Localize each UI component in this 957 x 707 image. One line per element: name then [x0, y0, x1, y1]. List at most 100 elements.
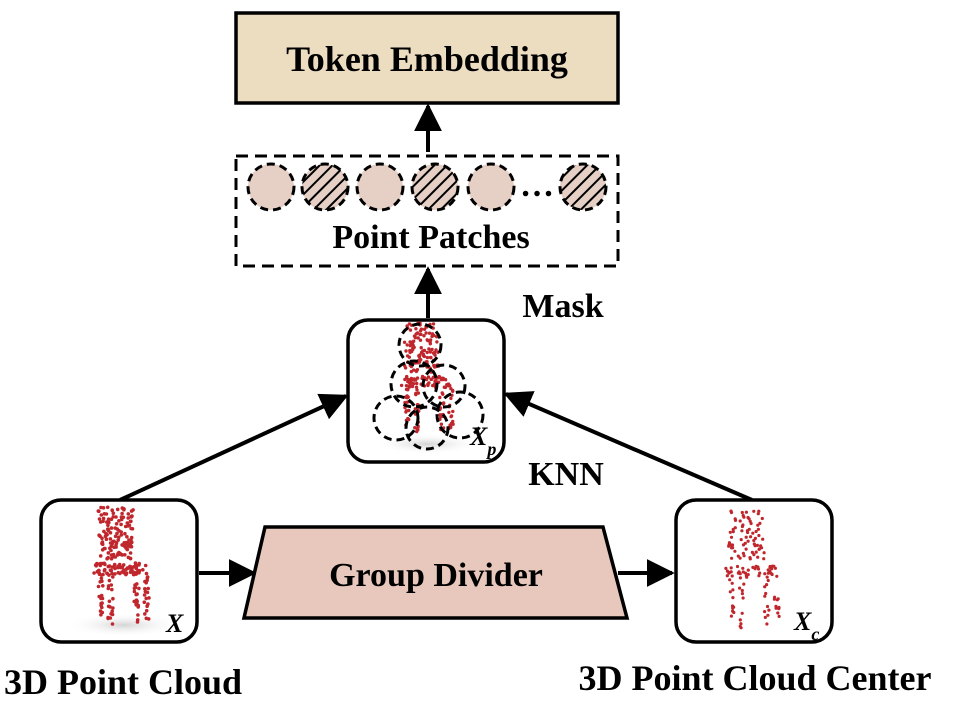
point-cloud-dot [137, 586, 141, 591]
point-cloud-dot [741, 551, 746, 556]
visible-patch-circle [466, 162, 516, 212]
grouped-cloud-card: Xp [346, 318, 506, 464]
point-cloud-dot [94, 564, 98, 568]
point-cloud-dot [129, 515, 134, 519]
point-cloud-dot [729, 614, 734, 618]
point-cloud-dot [110, 508, 114, 512]
knn-group-circles [372, 322, 485, 451]
point-cloud-dot [129, 526, 133, 531]
point-cloud-dot [110, 612, 115, 617]
point-cloud-dot [760, 516, 764, 521]
point-cloud-dot [414, 385, 419, 389]
point-cloud-dot [109, 526, 114, 530]
point-cloud-dot [101, 506, 106, 510]
point-cloud-dot [739, 622, 743, 626]
point-cloud-dot [128, 551, 133, 555]
point-cloud-dot [106, 555, 110, 560]
knn-group-circle [372, 394, 420, 442]
point-cloud-dot [105, 520, 109, 524]
point-cloud-dot [144, 616, 149, 621]
point-cloud-dot [114, 522, 119, 526]
point-cloud-dot [752, 553, 756, 557]
point-cloud-dot [108, 531, 113, 535]
point-cloud-dot [431, 383, 435, 388]
point-cloud-dot [442, 401, 446, 406]
grouped-cloud-var: Xp [469, 422, 496, 459]
point-cloud-dot [410, 384, 415, 389]
point-cloud-dot [134, 602, 138, 606]
point-cloud-dot [100, 579, 104, 583]
group-divider-block: Group Divider [241, 525, 630, 620]
knn-group-circle [397, 322, 443, 368]
point-cloud-dot [724, 566, 728, 571]
point-cloud-dot [420, 374, 425, 379]
point-cloud-var: X [165, 609, 184, 638]
point-cloud-dot [410, 340, 415, 344]
point-cloud-dot [137, 568, 142, 573]
point-cloud-dot [117, 535, 121, 539]
point-cloud-dot [116, 551, 120, 556]
patch-sequence [246, 162, 608, 212]
point-cloud-dot [735, 564, 740, 569]
point-cloud-dot [741, 513, 745, 518]
point-cloud-dot [729, 535, 734, 539]
point-cloud-dot [740, 588, 744, 593]
point-cloud-dot [112, 539, 116, 544]
point-cloud-dot [426, 382, 430, 386]
point-cloud-dot [746, 539, 750, 543]
point-cloud-dot [746, 568, 750, 572]
point-cloud-dot [435, 340, 439, 344]
point-cloud-dot [757, 574, 761, 578]
point-cloud-dot [729, 570, 733, 574]
point-cloud-dot [106, 584, 111, 588]
point-cloud-dot [136, 613, 140, 617]
point-cloud-dot [765, 604, 770, 609]
point-cloud-dot [105, 505, 110, 510]
point-cloud-center-card: Xc [674, 498, 834, 644]
point-cloud-dot [110, 622, 115, 626]
point-cloud-center-var: Xc [793, 607, 819, 644]
point-cloud-card: X [39, 498, 199, 644]
point-cloud-dot [443, 378, 448, 382]
point-cloud-dot [430, 347, 434, 352]
point-cloud-dot [441, 376, 445, 380]
point-cloud-dot [741, 566, 745, 570]
point-cloud-dot [428, 338, 433, 342]
point-cloud-dot [765, 622, 769, 626]
point-cloud-dot [114, 515, 118, 519]
point-cloud-dot [414, 327, 418, 331]
point-cloud-dot [142, 593, 147, 597]
point-cloud-dot [92, 571, 96, 575]
point-cloud-dot [730, 546, 734, 550]
point-cloud-dot [114, 542, 118, 547]
point-cloud-dot [414, 332, 418, 336]
point-cloud-dot [766, 571, 771, 575]
point-cloud-dot [415, 368, 420, 372]
point-cloud-dot [761, 537, 765, 541]
point-cloud-dot [111, 575, 115, 579]
point-cloud-dot [413, 336, 418, 340]
point-cloud-dot [144, 608, 149, 613]
point-cloud-dot [106, 615, 110, 620]
point-cloud-dot [109, 583, 114, 587]
point-cloud-dot [775, 598, 779, 602]
point-cloud-dot [110, 609, 114, 613]
point-cloud-dot [106, 564, 111, 569]
point-cloud-dot [103, 534, 108, 539]
point-cloud-dot [729, 510, 734, 515]
point-cloud-dot [117, 565, 121, 570]
point-cloud-dot [762, 551, 766, 555]
point-cloud-dot [757, 509, 761, 513]
point-cloud-dot [736, 554, 740, 558]
point-cloud-dot [107, 573, 111, 577]
point-cloud-dot [113, 572, 117, 576]
masked-patch-circle [300, 162, 350, 212]
point-cloud-dot [416, 391, 421, 395]
point-cloud-dot [756, 523, 760, 527]
point-cloud-dot [756, 567, 761, 571]
point-cloud-dot [127, 523, 132, 528]
point-cloud-dot [742, 582, 746, 586]
point-cloud-dot [758, 571, 762, 575]
point-cloud-dot [763, 594, 767, 598]
